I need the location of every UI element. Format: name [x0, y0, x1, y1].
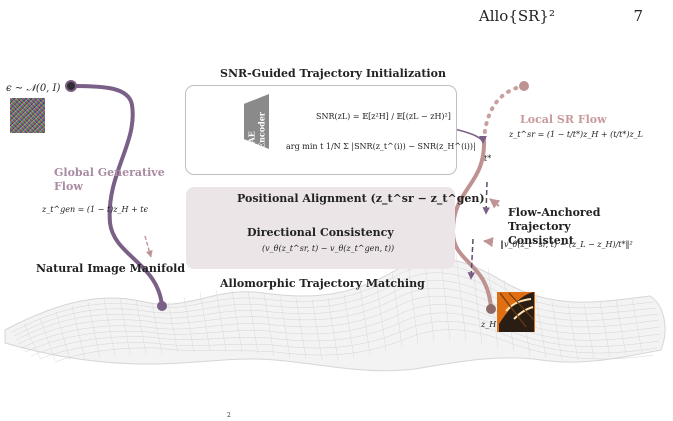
global-generative-flow-path	[65, 80, 167, 311]
snr-guided-initialization-title: SNR-Guided Trajectory Initialization	[220, 67, 446, 80]
allomorphic-matching-panel	[186, 187, 455, 269]
noise-distribution-label: ϵ ∼ 𝒩(0, I)	[6, 83, 61, 94]
flow-anchored-title: Flow-Anchored Trajectory Consistent	[508, 206, 601, 247]
allomorphic-trajectory-matching-title: Allomorphic Trajectory Matching	[220, 277, 425, 290]
local-sr-flow-title: Local SR Flow	[520, 113, 607, 126]
directional-consistency-equation: (v_θ(z_t^sr, t) − v_θ(z_t^gen, t))	[262, 244, 395, 253]
z-h-label: z_H	[481, 320, 497, 329]
t-star-label: t*	[484, 154, 492, 163]
snr-initialization-panel	[185, 85, 457, 175]
local-sr-flow-equation: z_t^sr = (1 − t/t*)z_H + (t/t*)z_L	[509, 130, 643, 139]
argmin-formula: arg min t 1/N Σ |SNR(z_t^(i)) − SNR(z_H^…	[286, 142, 476, 151]
global-generative-flow-title: Global Generative Flow	[54, 166, 165, 193]
snr-formula: SNR(zL) = 𝔼[z²H] / 𝔼[(zL − zH)²]	[316, 112, 451, 121]
natural-image-manifold-label: Natural Image Manifold	[36, 262, 186, 275]
noise-image	[10, 98, 45, 133]
running-title: Allo{SR}²	[478, 7, 555, 25]
positional-alignment-label: Positional Alignment (z_t^sr − z_t^gen)	[237, 192, 485, 205]
butterfly-thumbnail-output	[497, 292, 535, 332]
page-number: 7	[633, 7, 643, 25]
bottom-superscript-mark: 2	[227, 412, 231, 419]
global-generative-flow-equation: z_t^gen = (1 − t)z_H + tϵ	[42, 205, 148, 214]
directional-consistency-title: Directional Consistency	[247, 226, 394, 239]
flow-anchored-equation: ‖v_θ(z_t^sr, t) − (z_L − z_H)/t*‖²	[500, 240, 633, 249]
